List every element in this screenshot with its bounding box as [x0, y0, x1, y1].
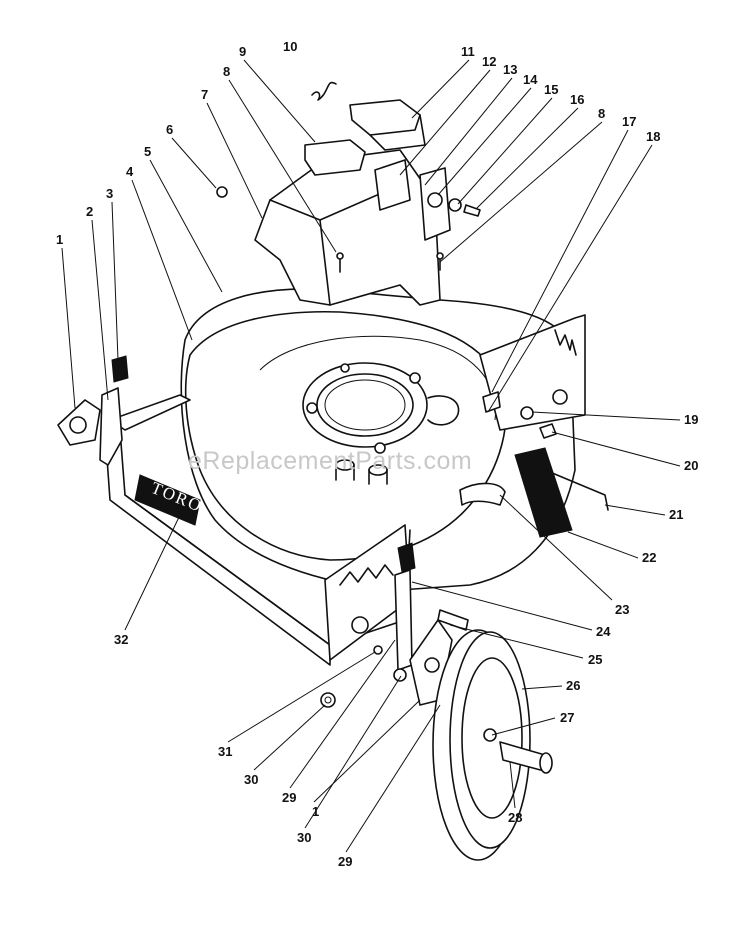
callout-29b: 29 [338, 854, 352, 869]
callout-25: 25 [588, 652, 602, 667]
callout-10: 10 [283, 39, 297, 54]
callout-3: 3 [106, 186, 113, 201]
callout-19: 19 [684, 412, 698, 427]
callout-28: 28 [508, 810, 522, 825]
right-rear-parts [482, 391, 609, 538]
callout-30b: 30 [297, 830, 311, 845]
callout-8b: 8 [598, 106, 605, 121]
callout-5: 5 [144, 144, 151, 159]
callout-14: 14 [523, 72, 538, 87]
callout-18: 18 [646, 129, 660, 144]
callout-7: 7 [201, 87, 208, 102]
callout-29a: 29 [282, 790, 296, 805]
callout-23: 23 [615, 602, 629, 617]
callout-17: 17 [622, 114, 636, 129]
callout-13: 13 [503, 62, 517, 77]
callout-12: 12 [482, 54, 496, 69]
callout-1a: 1 [56, 232, 63, 247]
callout-numbers: 1 2 3 4 5 6 7 8 9 10 11 12 13 14 15 16 8… [56, 39, 698, 869]
handle-bracket-assembly [216, 81, 481, 306]
callout-30a: 30 [244, 772, 258, 787]
front-wheel-assembly [320, 542, 553, 861]
callout-16: 16 [570, 92, 584, 107]
callout-20: 20 [684, 458, 698, 473]
watermark: eReplacementParts.com [188, 447, 472, 475]
motor-mount-ring [302, 362, 428, 448]
callout-27: 27 [560, 710, 574, 725]
callout-31: 31 [218, 744, 232, 759]
callout-15: 15 [544, 82, 558, 97]
callout-11: 11 [461, 44, 475, 59]
callout-2: 2 [86, 204, 93, 219]
callout-21: 21 [669, 507, 683, 522]
leader-lines [61, 59, 681, 853]
callout-26: 26 [566, 678, 580, 693]
callout-4: 4 [126, 164, 134, 179]
callout-8a: 8 [223, 64, 230, 79]
callout-32: 32 [114, 632, 128, 647]
mower-deck: TORO [104, 288, 586, 666]
left-height-adjuster [57, 355, 129, 466]
callout-22: 22 [642, 550, 656, 565]
callout-6: 6 [166, 122, 173, 137]
callout-24: 24 [596, 624, 611, 639]
callout-9: 9 [239, 44, 246, 59]
callout-1b: 1 [312, 804, 319, 819]
